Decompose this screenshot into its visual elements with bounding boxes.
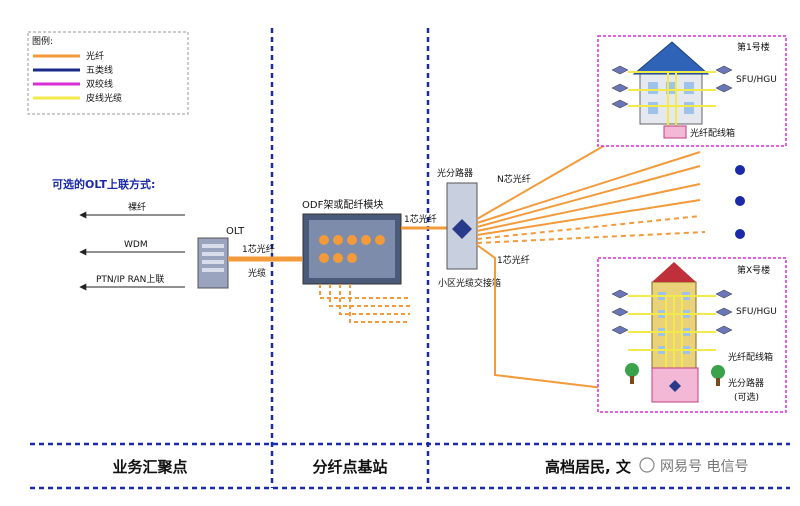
building-1-onus	[611, 65, 733, 109]
watermark-logo-icon	[639, 457, 655, 473]
legend-twisted-label: 双绞线	[86, 78, 113, 90]
building-x-dropcables	[628, 295, 716, 378]
legend-fiber-label: 光纤	[86, 50, 104, 62]
watermark-text: 网易号 电信号	[660, 459, 748, 475]
uplink-option-bare: 裸纤	[128, 201, 146, 213]
cabinet-label: 小区光缆交接箱	[438, 277, 501, 289]
uplink-option-wdm: WDM	[124, 240, 148, 250]
olt-label: OLT	[226, 226, 245, 237]
building-x-label: 第X号楼	[737, 264, 770, 276]
splitter-label: 光分路器	[437, 167, 473, 179]
legend: 图例: 光纤 五类线 双绞线 皮线光缆	[27, 31, 189, 115]
label-ncore: N芯光纤	[497, 173, 531, 185]
legend-cat5-label: 五类线	[86, 64, 113, 76]
building-1-sfu-label: SFU/HGU	[736, 75, 777, 85]
optional-splitter-icon	[669, 380, 681, 392]
trees	[625, 363, 725, 386]
odf-spare-fibers	[319, 284, 410, 323]
legend-dropcable-label: 皮线光缆	[86, 92, 122, 104]
building-x-sfu-label: SFU/HGU	[736, 307, 777, 317]
label-1core-b: 1芯光纤	[404, 213, 437, 225]
dist-box-1	[663, 125, 687, 139]
more-dot-2	[735, 196, 745, 206]
uplink-title: 可选的OLT上联方式:	[52, 177, 155, 191]
dist-box-1-label: 光纤配线箱	[690, 127, 735, 139]
more-dot-3	[735, 229, 745, 239]
odf-label: ODF架或配纤模块	[302, 198, 383, 211]
zone-distribution-label: 分纤点基站	[312, 458, 387, 476]
uplink-option-ptn: PTN/IP RAN上联	[96, 274, 164, 285]
zone-residential-label: 高档居民, 文	[545, 458, 632, 476]
olt-device	[197, 237, 229, 289]
house-1	[632, 41, 710, 125]
optional-splitter-label: 光分路器	[728, 377, 764, 389]
legend-title: 图例:	[32, 35, 53, 47]
label-1core-a: 1芯光纤	[242, 243, 275, 255]
street-cabinet	[446, 182, 478, 270]
odf-rack	[302, 213, 402, 285]
label-cable: 光缆	[248, 267, 266, 279]
building-1-label: 第1号楼	[737, 41, 770, 53]
building-x-onus	[611, 289, 733, 335]
label-1core-c: 1芯光纤	[497, 254, 530, 266]
more-dot-1	[735, 165, 745, 175]
dist-box-x-label: 光纤配线箱	[728, 351, 773, 363]
optional-splitter-note: (可选)	[734, 391, 759, 403]
zone-aggregation-label: 业务汇聚点	[112, 458, 187, 476]
building-1-dropcables	[628, 71, 716, 130]
